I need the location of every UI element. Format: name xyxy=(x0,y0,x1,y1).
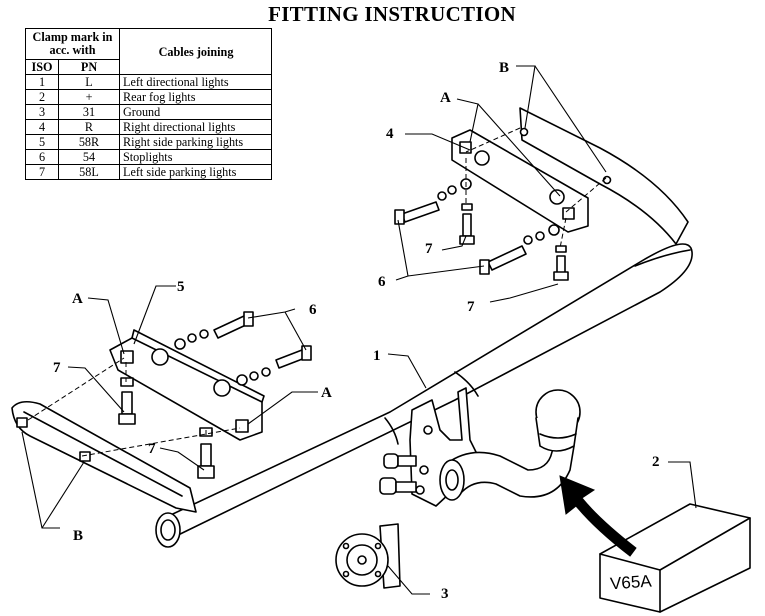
header-pn: PN xyxy=(58,59,120,75)
label-6-left: 6 xyxy=(309,302,317,318)
table-row: 6 54 Stoplights xyxy=(25,149,272,165)
label-b-right: B xyxy=(499,60,509,76)
bolt xyxy=(275,349,306,369)
label-3: 3 xyxy=(441,586,449,602)
cell-desc: Right side parking lights xyxy=(119,134,272,150)
label-a-left-bottom: A xyxy=(321,385,332,401)
label-a-left-top: A xyxy=(72,291,83,307)
cell-desc: Left side parking lights xyxy=(119,164,272,180)
label-7-right-top: 7 xyxy=(425,241,433,257)
cell-desc: Ground xyxy=(119,104,272,120)
cell-desc: Stoplights xyxy=(119,149,272,165)
plate-nut xyxy=(235,419,249,433)
label-1: 1 xyxy=(373,348,381,364)
bolt-nut xyxy=(16,417,28,428)
electric-kit-box xyxy=(599,503,751,613)
label-b-left: B xyxy=(73,528,83,544)
cell-desc: Right directional lights xyxy=(119,119,272,135)
bolt xyxy=(487,245,527,271)
table-row: 7 58L Left side parking lights xyxy=(25,164,272,180)
label-7-right-bottom: 7 xyxy=(467,299,475,315)
bolt xyxy=(213,315,249,339)
page-title: FITTING INSTRUCTION xyxy=(268,2,516,26)
label-7-left-top: 7 xyxy=(53,360,61,376)
table-row: 3 31 Ground xyxy=(25,104,272,120)
cell-pn: 58L xyxy=(58,164,120,180)
header-clamp-mark: Clamp mark in acc. with xyxy=(25,28,120,60)
cell-pn: 31 xyxy=(58,104,120,120)
label-a-right: A xyxy=(440,90,451,106)
bolt-nut xyxy=(79,451,91,462)
tow-neck xyxy=(445,439,575,498)
bolt xyxy=(401,201,440,223)
left-side-bracket xyxy=(11,400,197,513)
cables-table: Clamp mark in acc. with Cables joining I… xyxy=(25,28,272,180)
label-2: 2 xyxy=(652,454,660,470)
label-5: 5 xyxy=(177,279,185,295)
label-6-right: 6 xyxy=(378,274,386,290)
cell-iso: 7 xyxy=(25,164,59,180)
bolt-hole xyxy=(602,175,612,185)
cell-pn: 54 xyxy=(58,149,120,165)
box-label: V65A xyxy=(609,571,652,593)
table-row: 4 R Right directional lights xyxy=(25,119,272,135)
header-cables-joining: Cables joining xyxy=(119,28,272,75)
label-7-left-bottom: 7 xyxy=(148,441,156,457)
plate-nut xyxy=(120,350,134,364)
bolt-hole xyxy=(519,127,529,137)
crossbar-tube xyxy=(159,243,693,539)
right-side-bracket xyxy=(519,107,689,245)
label-4: 4 xyxy=(386,126,394,142)
curved-arrow xyxy=(559,475,637,557)
